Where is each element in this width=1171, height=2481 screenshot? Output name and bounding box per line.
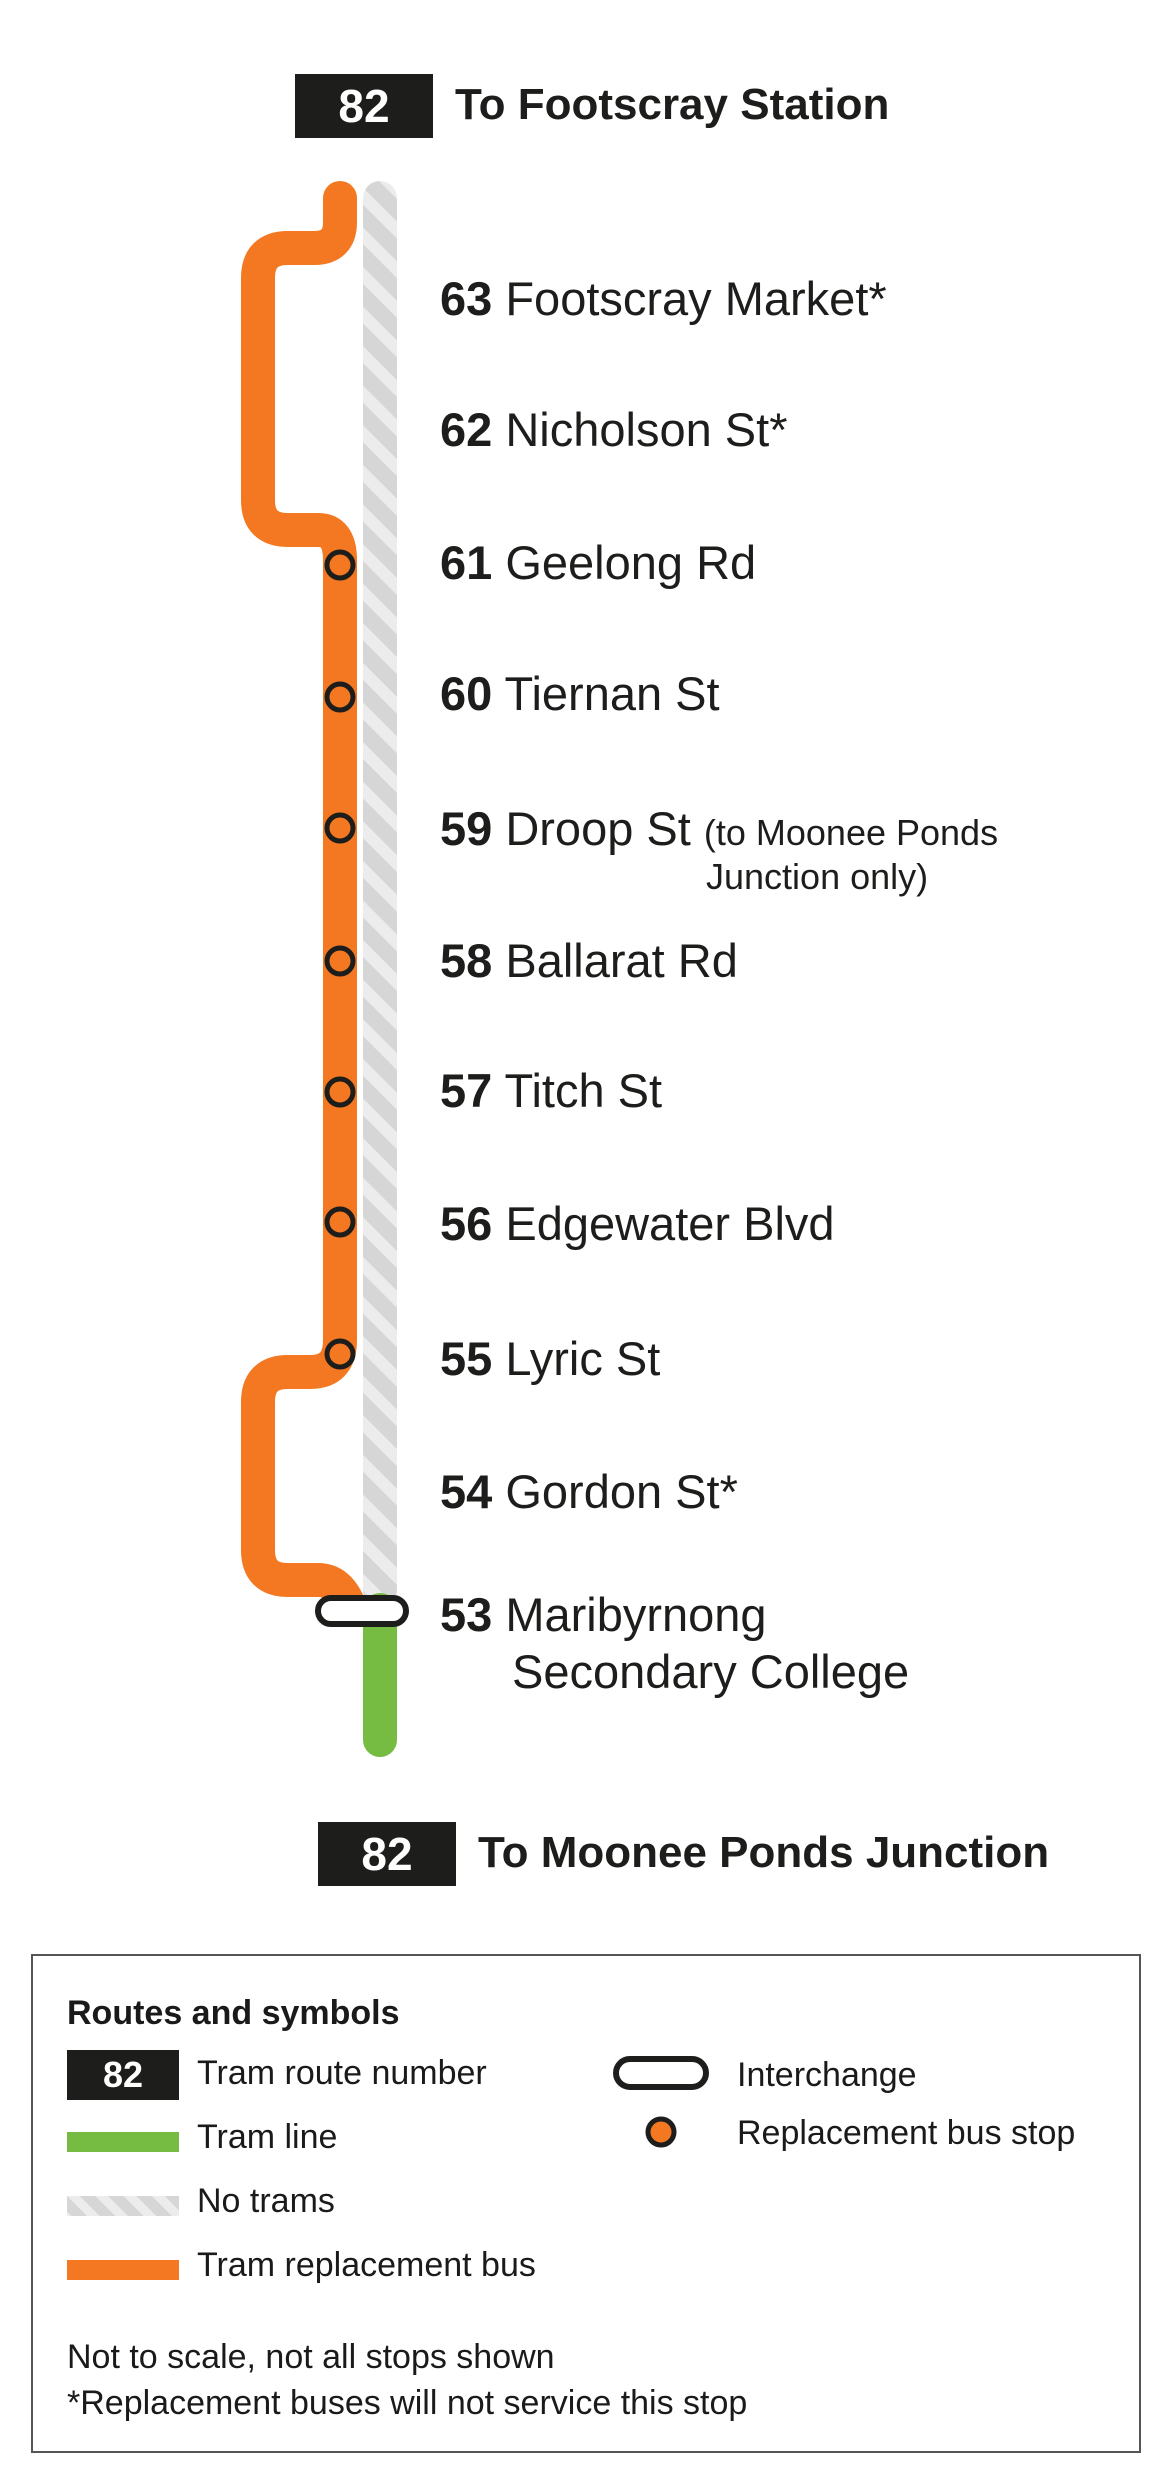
bus-stop-icon bbox=[324, 1206, 356, 1238]
legend-heading: Routes and symbols bbox=[67, 1994, 400, 2032]
legend-replacement-bus-label: Tram replacement bus bbox=[197, 2246, 536, 2284]
interchange-icon bbox=[315, 1595, 409, 1627]
stop-59-note-line2: Junction only) bbox=[706, 856, 929, 897]
top-destination: To Footscray Station bbox=[455, 80, 890, 129]
stop-54: 54 Gordon St* bbox=[440, 1465, 738, 1518]
stop-53-line2: Secondary College bbox=[512, 1645, 910, 1698]
route-badge-bottom: 82 bbox=[318, 1822, 456, 1886]
stop-56: 56 Edgewater Blvd bbox=[440, 1197, 835, 1250]
legend-tram-line-swatch bbox=[67, 2132, 179, 2152]
bus-stop-icon bbox=[324, 681, 356, 713]
stop-59: 59 Droop St (to Moonee Ponds bbox=[440, 802, 999, 855]
legend-bus-stop-icon bbox=[645, 2116, 677, 2148]
legend-tram-line-label: Tram line bbox=[197, 2118, 338, 2156]
bus-stop-icon bbox=[324, 945, 356, 977]
legend-bus-stop-label: Replacement bus stop bbox=[737, 2114, 1076, 2152]
stop-62: 62 Nicholson St* bbox=[440, 403, 788, 456]
legend-no-trams-swatch bbox=[67, 2196, 179, 2216]
legend-note-asterisk: *Replacement buses will not service this… bbox=[67, 2384, 748, 2422]
stop-60: 60 Tiernan St bbox=[440, 667, 720, 720]
stop-61: 61 Geelong Rd bbox=[440, 536, 757, 589]
legend-interchange-label: Interchange bbox=[737, 2056, 917, 2094]
replacement-bus-route bbox=[241, 181, 367, 1625]
legend-replacement-bus-swatch bbox=[67, 2260, 179, 2280]
stop-63: 63 Footscray Market* bbox=[440, 272, 887, 325]
legend-note-scale: Not to scale, not all stops shown bbox=[67, 2338, 555, 2376]
bus-stop-icon bbox=[324, 1338, 356, 1370]
stop-57: 57 Titch St bbox=[440, 1064, 663, 1117]
bottom-destination: To Moonee Ponds Junction bbox=[478, 1828, 1050, 1877]
legend-interchange-icon bbox=[613, 2056, 709, 2090]
bus-stop-icon bbox=[324, 549, 356, 581]
stop-55: 55 Lyric St bbox=[440, 1332, 661, 1385]
legend-no-trams-label: No trams bbox=[197, 2182, 335, 2220]
legend-route-badge: 82 bbox=[67, 2050, 179, 2100]
stop-58: 58 Ballarat Rd bbox=[440, 934, 738, 987]
legend-route-number-label: Tram route number bbox=[197, 2054, 487, 2092]
route-badge-top: 82 bbox=[295, 74, 433, 138]
legend-box: Routes and symbols 82 Tram route number … bbox=[31, 1954, 1141, 2453]
route-map bbox=[241, 181, 409, 1757]
stop-53: 53 Maribyrnong bbox=[440, 1588, 767, 1641]
bus-stop-icon bbox=[324, 812, 356, 844]
bus-stop-icon bbox=[324, 1076, 356, 1108]
